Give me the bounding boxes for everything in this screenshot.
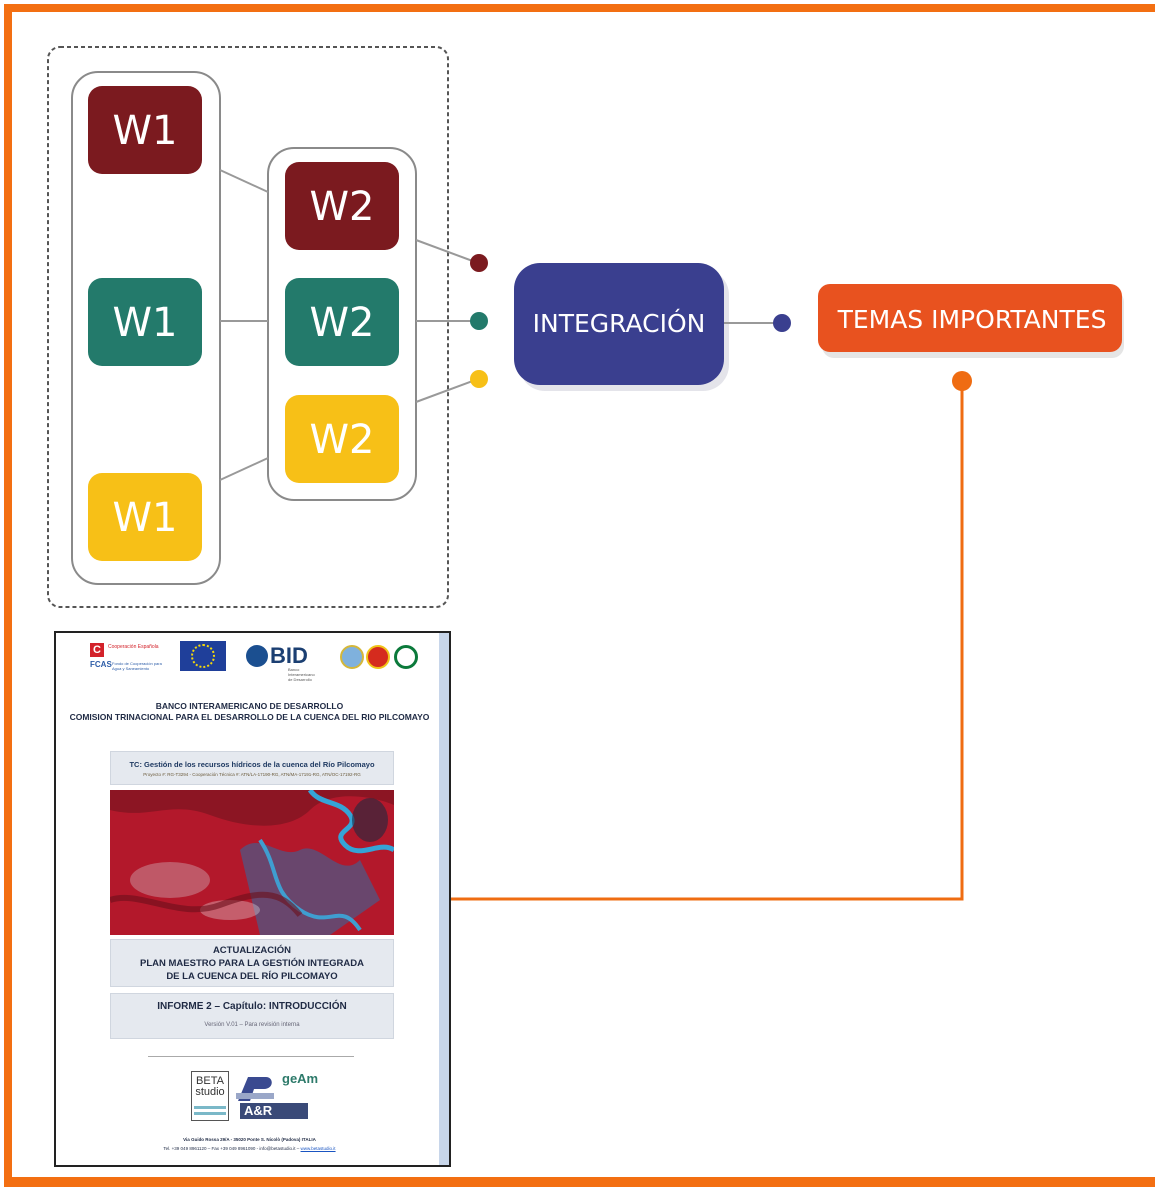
country-seals [340,641,430,675]
w2-yellow-label: W2 [310,417,375,463]
bid-text: BID [270,643,308,668]
eu-flag-logo [180,641,226,671]
beta-line-1: BETA [196,1075,224,1087]
w1-teal-label: W1 [113,300,178,346]
link-w2-maroon-dot [415,239,479,264]
w2-maroon-label: W2 [310,184,375,230]
footer-website-link[interactable]: www.betastudio.it [300,1146,336,1151]
ar-logo: A&R [240,1103,308,1119]
link-w1-maroon-w2 [219,169,269,193]
w1-maroon-box [88,86,202,174]
geam-logo: geAm [282,1071,319,1086]
dashed-group-border [47,46,449,608]
tc-subtitle: Proyecto #: RG-T3294 - Cooperación Técni… [143,772,361,777]
footer-contact-text: Tel. +39 049 8961120 – Fax +39 049 89610… [163,1146,300,1151]
paraguay-seal-icon [394,645,418,669]
divider [148,1056,354,1057]
satellite-image [110,790,394,935]
sponsor-logos: C Cooperación Española FCAS Fondo de Coo… [88,641,430,682]
bid-globe-icon [246,645,268,667]
w1-yellow-label: W1 [113,495,178,541]
footer-contact: Tel. +39 049 8961120 – Fax +39 049 89610… [56,1146,443,1151]
w2-yellow-box [285,395,399,483]
act-line-2: PLAN MAESTRO PARA LA GESTIÓN INTEGRADA [140,958,364,969]
fcas-subtext: Fondo de Cooperación para Agua y Saneami… [112,661,162,671]
beta-studio-logo: BETA studio [191,1071,229,1121]
proinsa-mark-icon [236,1077,274,1101]
link-w1-yellow-w2 [219,457,269,481]
w2-maroon-box [285,162,399,250]
coop-text: Cooperación Española [108,644,159,650]
argentina-seal-icon [340,645,364,669]
integracion-label: INTEGRACIÓN [533,308,706,338]
beta-stripe [194,1106,226,1109]
beta-line-2: studio [195,1086,225,1098]
temas-label: TEMAS IMPORTANTES [837,305,1107,334]
yellow-dot [470,370,488,388]
fcas-text: FCAS [90,660,112,669]
act-line-1: ACTUALIZACIÓN [212,945,292,956]
w1-yellow-box [88,473,202,561]
coop-mark: C [90,643,104,657]
w2-teal-label: W2 [310,300,375,346]
orange-frame [4,4,1155,1187]
cooperacion-espanola-logo: C Cooperación Española FCAS Fondo de Coo… [88,641,166,675]
bolivia-seal-icon [366,645,390,669]
satellite-art [110,790,394,935]
document-side-band [439,633,449,1165]
teal-dot [470,312,488,330]
bid-logo: BID Banco Interamericano de Desarrollo [246,641,320,682]
w1-maroon-label: W1 [113,108,178,154]
beta-stripe [194,1112,226,1115]
informe-box: INFORME 2 – Capítulo: INTRODUCCIÓN Versi… [110,993,394,1039]
proinsa-logo [234,1073,276,1103]
temas-to-document-connector [447,381,964,901]
org-line-2: COMISION TRINACIONAL PARA EL DESARROLLO … [69,712,430,722]
tc-box: TC: Gestión de los recursos hídricos de … [110,751,394,785]
footer-address: Via Guido Rossa 29/A - 35020 Ponte S. Ni… [183,1137,316,1142]
maroon-dot [470,254,488,272]
actualizacion-box: ACTUALIZACIÓN PLAN MAESTRO PARA LA GESTI… [110,939,394,987]
bid-subtext: Banco Interamericano de Desarrollo [288,667,315,682]
document-cover-thumbnail: C Cooperación Española FCAS Fondo de Coo… [54,631,451,1167]
integracion-out-dot [773,314,791,332]
w1-teal-box [88,278,202,366]
eu-stars-icon [191,644,215,668]
org-line-1: BANCO INTERAMERICANO DE DESARROLLO [155,701,344,711]
tc-title: TC: Gestión de los recursos hídricos de … [129,760,375,769]
temas-box [818,284,1122,352]
act-line-3: DE LA CUENCA DEL RÍO PILCOMAYO [166,971,338,982]
version-text: Versión V.01 – Para revisión interna [204,1022,300,1028]
w2-teal-box [285,278,399,366]
integracion-box [514,263,724,385]
link-w2-yellow-dot [415,378,479,403]
informe-title: INFORME 2 – Capítulo: INTRODUCCIÓN [157,1001,347,1012]
